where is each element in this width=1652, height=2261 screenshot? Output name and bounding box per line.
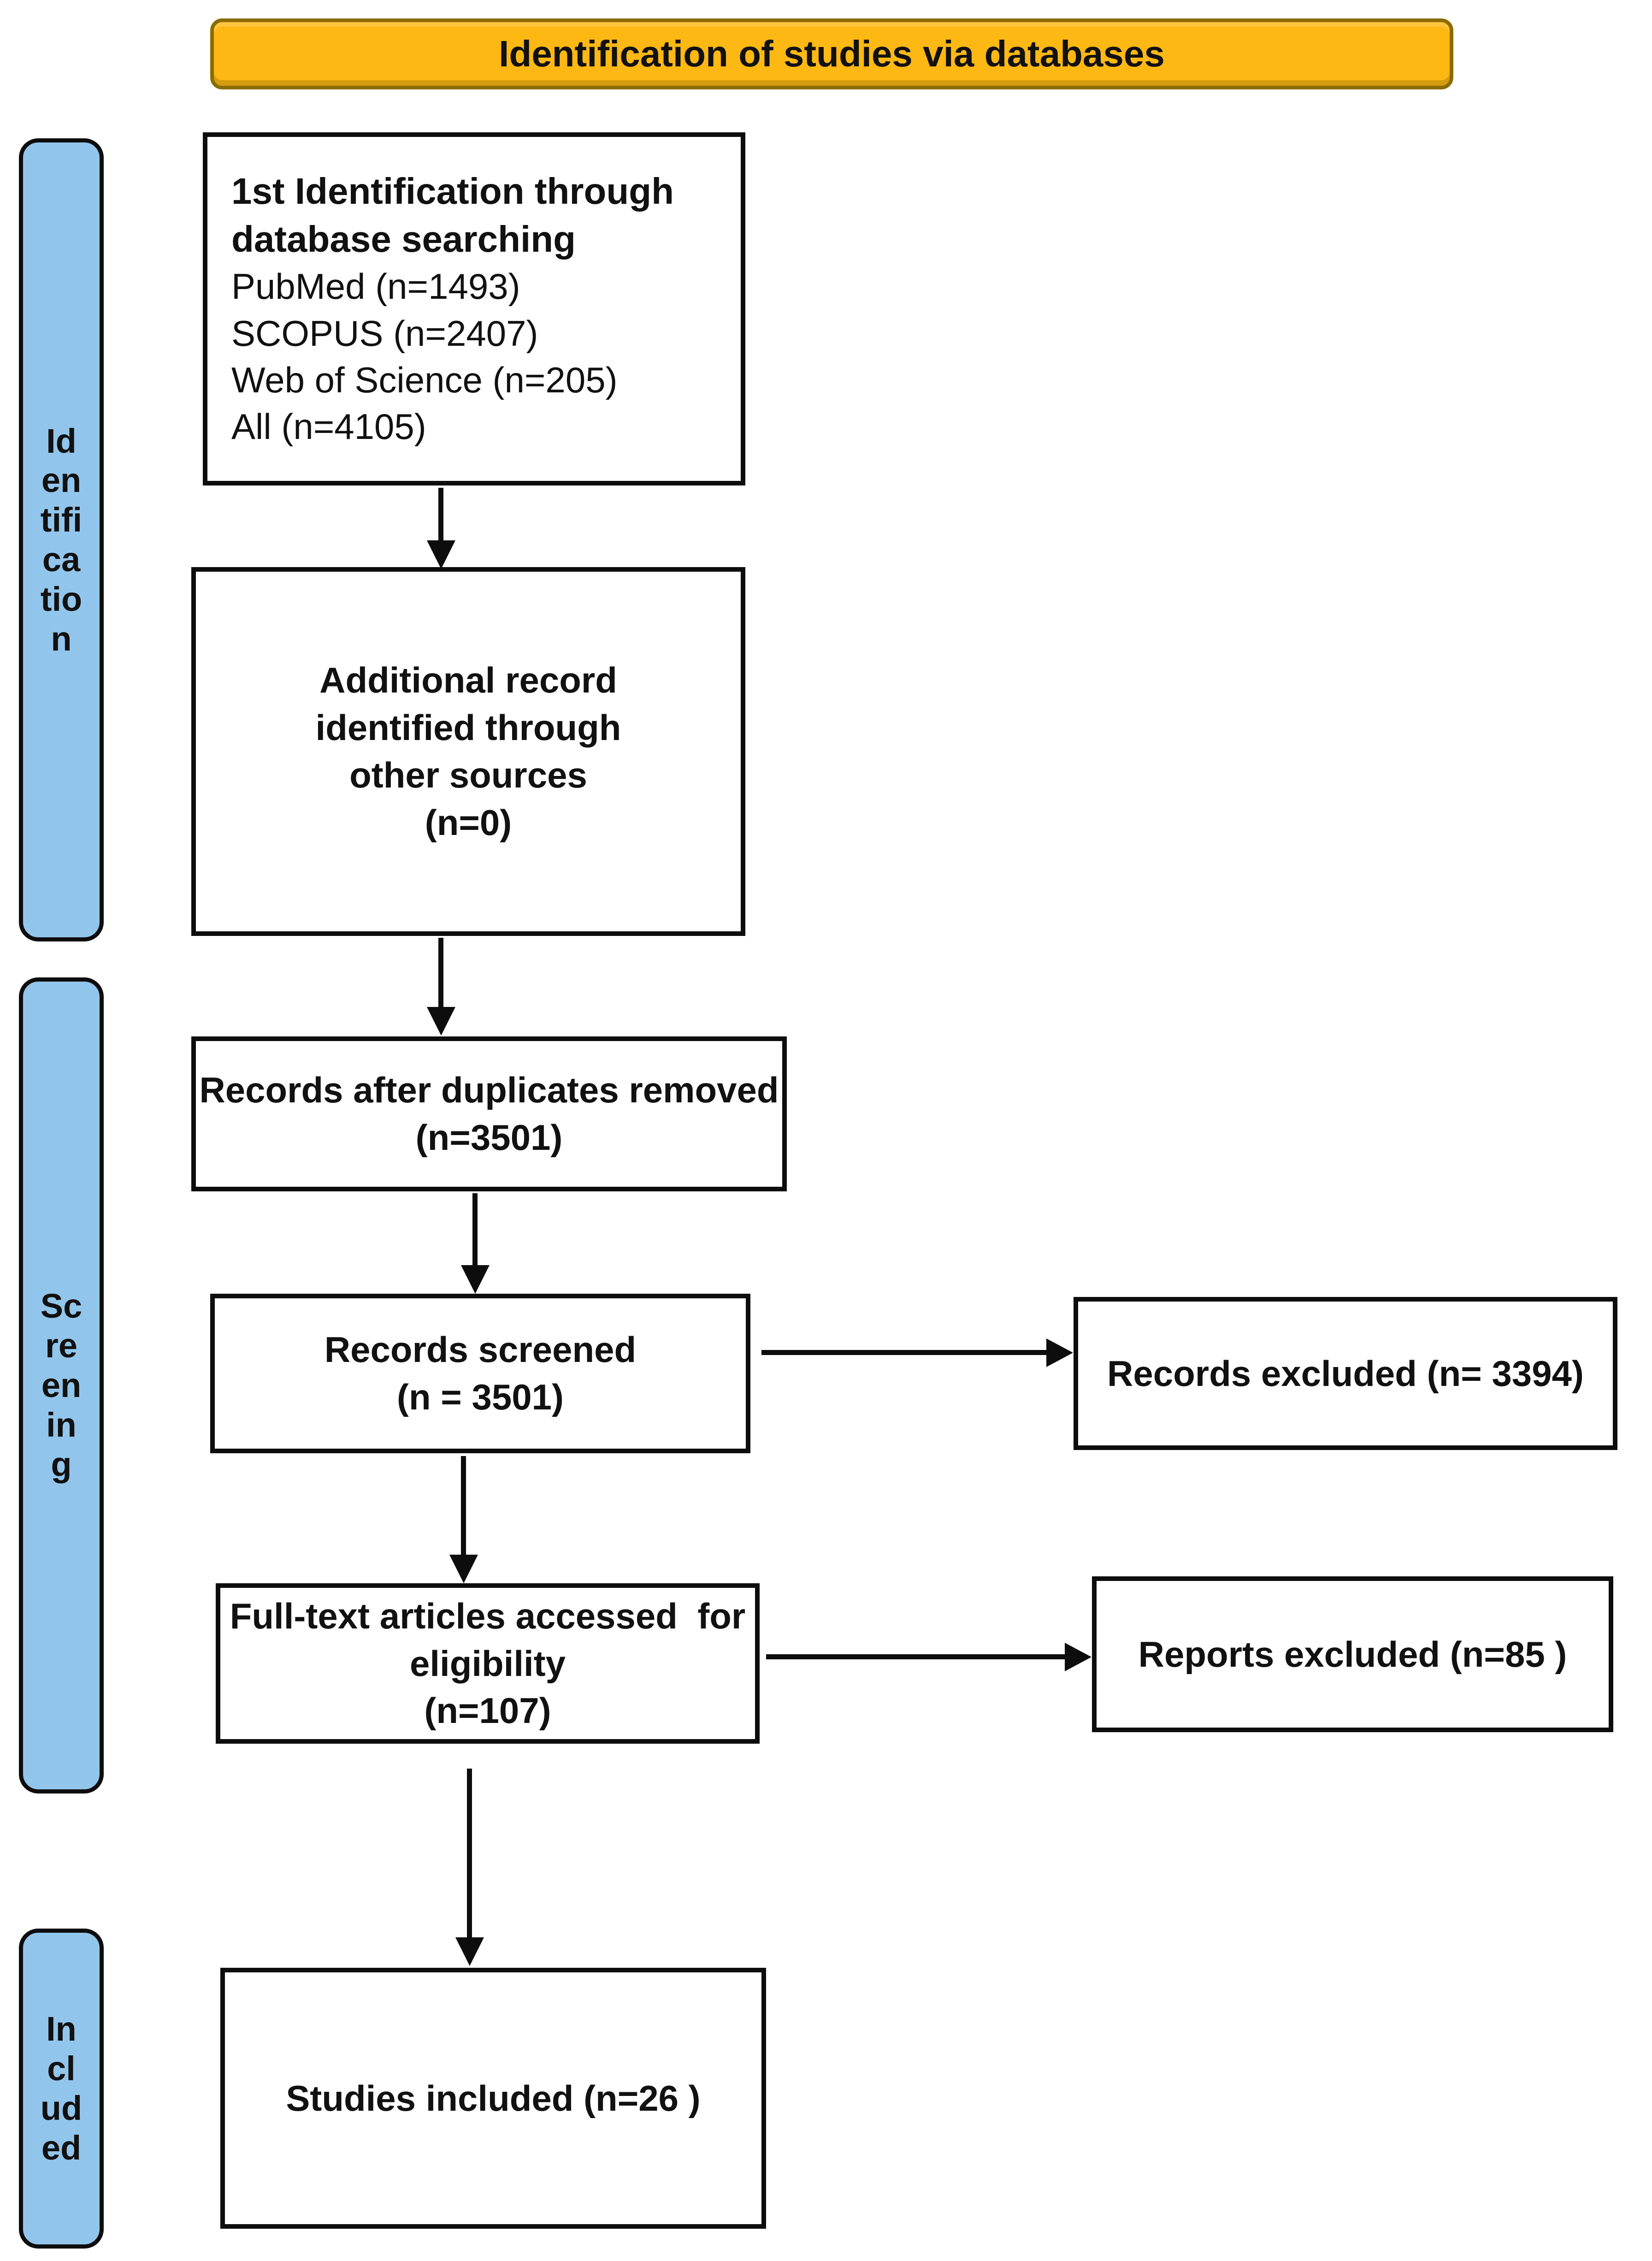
stage-label-line: g xyxy=(51,1445,72,1484)
stage-label-line: cl xyxy=(47,2049,76,2088)
box-text-line: identified through xyxy=(315,707,621,748)
stage-label-line: re xyxy=(45,1326,77,1365)
box-text-line: Records screened xyxy=(324,1329,637,1370)
box-text-line: (n = 3501) xyxy=(396,1377,564,1417)
box-reports-excluded: Reports excluded (n=85 ) xyxy=(1092,1576,1613,1732)
box-text-line: eligibility xyxy=(409,1643,566,1684)
stage-label-line: tifi xyxy=(40,501,83,539)
stage-label-line: Sc xyxy=(40,1287,83,1326)
box-text-line: Additional record xyxy=(319,660,617,701)
box-heading-line: 1st Identification through xyxy=(231,171,674,212)
box-text-line: Records excluded (n= 3394) xyxy=(1107,1353,1584,1394)
stage-label-line: ud xyxy=(40,2089,83,2127)
banner-identification-via-databases: Identification of studies via databases xyxy=(210,18,1453,89)
arrow-other-sources-to-duplicates xyxy=(438,938,443,1008)
box-text-line: Full-text articles accessed for xyxy=(230,1595,746,1636)
box-text-line: (n=3501) xyxy=(415,1117,563,1158)
stage-label-line: en xyxy=(41,1366,82,1405)
box-text-line: Records after duplicates removed xyxy=(199,1070,779,1111)
stage-bar-identification: Id en tifi ca tio n xyxy=(19,138,104,941)
stage-bar-screening: Sc re en in g xyxy=(19,977,104,1793)
database-count-pubmed: PubMed (n=1493) xyxy=(231,266,520,307)
arrow-database-to-other-sources xyxy=(438,488,443,541)
box-duplicates-removed: Records after duplicates removed (n=3501… xyxy=(191,1036,787,1191)
stage-label-line: ca xyxy=(42,540,81,579)
box-text-line: (n=107) xyxy=(424,1690,551,1731)
stage-label-line: ed xyxy=(41,2128,82,2167)
stage-label-line: tio xyxy=(40,580,83,618)
arrow-duplicates-to-screened xyxy=(472,1193,478,1266)
arrow-fulltext-to-studies-included xyxy=(467,1769,472,1938)
arrow-screened-to-records-excluded xyxy=(761,1350,1046,1355)
database-count-web-of-science: Web of Science (n=205) xyxy=(231,360,618,400)
banner-label: Identification of studies via databases xyxy=(499,33,1165,74)
arrow-fulltext-to-reports-excluded xyxy=(766,1654,1065,1659)
box-studies-included: Studies included (n=26 ) xyxy=(220,1968,766,2229)
box-other-sources: Additional record identified through oth… xyxy=(191,567,745,936)
box-text-line: (n=0) xyxy=(425,802,512,843)
box-heading-line: database searching xyxy=(231,219,576,260)
stage-label-line: In xyxy=(46,2010,77,2048)
box-text-line: other sources xyxy=(349,755,587,795)
stage-label-line: Id xyxy=(46,421,77,460)
box-text-line: Reports excluded (n=85 ) xyxy=(1138,1634,1567,1675)
stage-label-line: in xyxy=(46,1405,77,1444)
arrow-screened-to-fulltext xyxy=(461,1456,466,1556)
box-text-line: Studies included (n=26 ) xyxy=(286,2078,701,2119)
stage-bar-included: In cl ud ed xyxy=(19,1929,104,2249)
box-records-excluded: Records excluded (n= 3394) xyxy=(1074,1297,1617,1450)
database-count-all: All (n=4105) xyxy=(231,406,426,447)
box-fulltext-assessed: Full-text articles accessed for eligibil… xyxy=(216,1583,760,1744)
database-count-scopus: SCOPUS (n=2407) xyxy=(231,313,538,354)
stage-label-line: n xyxy=(51,619,72,658)
box-records-screened: Records screened (n = 3501) xyxy=(210,1294,750,1453)
box-database-searching: 1st Identification through database sear… xyxy=(203,132,745,485)
stage-label-line: en xyxy=(41,461,82,500)
